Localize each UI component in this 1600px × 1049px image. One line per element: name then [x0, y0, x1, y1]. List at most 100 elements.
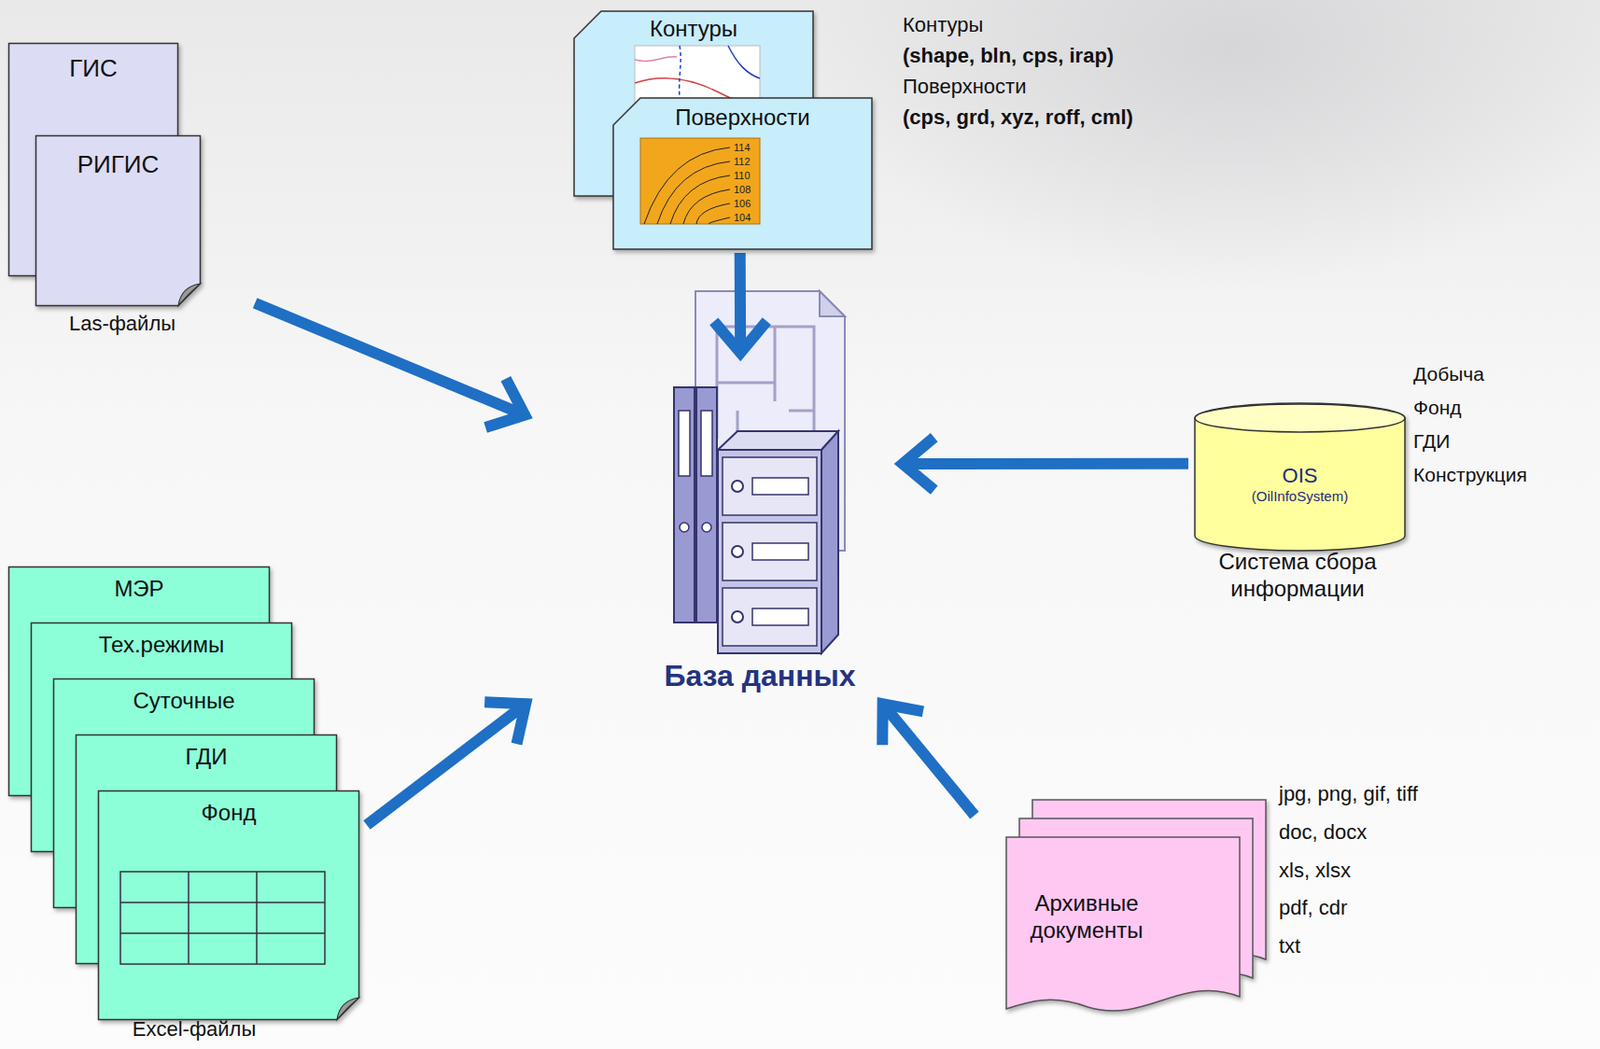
sheet-outline	[613, 98, 872, 250]
format-list: jpg, png, gif, tiff	[1278, 782, 1418, 807]
arrow-head	[902, 437, 935, 492]
binder-ring	[701, 522, 712, 533]
data-item: ГДИ	[1413, 429, 1450, 453]
text-area: Фонд	[98, 790, 360, 1021]
flow-arrow	[714, 252, 768, 353]
format-heading: Поверхности	[902, 74, 1026, 99]
format-heading: Контуры	[902, 13, 983, 38]
binder-label	[701, 410, 713, 477]
group-caption: Las-файлы	[69, 311, 176, 337]
sheet-outline	[36, 136, 201, 307]
node-label: ГДИ	[185, 743, 228, 772]
sheet-fold	[819, 291, 845, 317]
arrow-shaft	[254, 303, 520, 414]
node-label: (OilInfoSystem)	[1251, 488, 1348, 506]
isoline-value: 112	[733, 155, 751, 169]
binder-ring	[679, 522, 689, 533]
sheet-outline	[98, 791, 360, 1021]
binder-label	[678, 410, 690, 477]
format-list: txt	[1278, 934, 1301, 959]
group-caption: Excel-файлы	[132, 1017, 256, 1042]
arrow-head	[882, 703, 924, 745]
storage-cylinder: OIS(OilInfoSystem)	[1193, 403, 1406, 551]
contour-line	[634, 56, 677, 62]
text-area: OIS(OilInfoSystem)	[1193, 403, 1406, 551]
arrow-head	[714, 321, 768, 353]
page-curl	[178, 283, 201, 307]
cabinet-side	[821, 431, 839, 654]
doc-sheet: РИГИС	[35, 135, 201, 307]
isoline	[683, 189, 730, 225]
format-list: (shape, bln, cps, irap)	[902, 43, 1114, 69]
isoline	[657, 161, 730, 225]
drawer-knob	[731, 611, 744, 623]
arrow-shaft	[734, 252, 746, 348]
format-list: pdf, cdr	[1278, 896, 1348, 921]
drawer-knob	[731, 546, 744, 558]
database-box: База данных	[638, 352, 882, 696]
text-area: База данных	[638, 352, 882, 696]
arrow-head	[484, 701, 526, 744]
data-item: Добыча	[1413, 362, 1485, 386]
isoline	[696, 203, 730, 225]
node-label: ГИС	[69, 54, 118, 84]
drawer	[722, 522, 817, 581]
arrow-shaft	[366, 707, 521, 826]
node-label: Архивные документы	[1010, 890, 1163, 945]
drawer	[722, 457, 817, 516]
front-page	[1006, 837, 1240, 1011]
format-list: xls, xlsx	[1278, 858, 1351, 884]
binder	[696, 387, 717, 623]
arrow-shaft	[908, 458, 1189, 470]
isoline	[670, 175, 730, 225]
node-label: Тех.режимы	[98, 631, 225, 660]
isoline-value: 106	[733, 197, 751, 211]
data-item: Фонд	[1413, 395, 1462, 420]
arrow-head	[485, 378, 525, 428]
node-label: МЭР	[113, 575, 164, 604]
table-grid	[120, 871, 325, 965]
isoline	[644, 147, 730, 225]
text-area: Архивные документы	[1005, 836, 1241, 1021]
system-caption: Система сбора информации	[1176, 548, 1419, 604]
cylinder-top	[1194, 404, 1405, 433]
flow-arrow	[366, 701, 526, 826]
arrow-shaft	[885, 708, 974, 816]
isoline	[708, 217, 730, 225]
archive-stack: Архивные документы	[1005, 836, 1241, 1021]
cylinder-body	[1194, 403, 1405, 551]
isoline-value: 108	[733, 183, 751, 197]
node-label: Контуры	[649, 15, 738, 43]
text-area: РИГИС	[35, 135, 201, 307]
drawer-label	[752, 608, 809, 626]
drawer-label	[752, 477, 809, 495]
drawer-label	[752, 543, 809, 561]
database-illustration	[673, 291, 845, 654]
node-label: Поверхности	[674, 104, 811, 132]
drawer-knob	[731, 480, 744, 492]
flow-arrow	[882, 703, 975, 815]
contour-line	[728, 45, 760, 79]
binder	[673, 387, 695, 623]
format-list: (cps, grd, xyz, roff, cml)	[902, 105, 1134, 130]
flow-arrow	[902, 437, 1189, 492]
isoline-value: 104	[733, 211, 751, 225]
flow-arrow	[254, 303, 525, 428]
format-list: doc, docx	[1278, 820, 1367, 845]
data-item: Конструкция	[1413, 463, 1528, 487]
node-label: Суточные	[132, 687, 235, 716]
table-grid	[120, 871, 325, 965]
isoline-value: 110	[733, 169, 751, 183]
isoline-value: 114	[733, 141, 751, 155]
surface-thumbnail	[640, 138, 760, 225]
node-label: РИГИС	[77, 150, 160, 180]
page-curl	[336, 997, 360, 1021]
cabinet-top	[717, 431, 839, 450]
excel-sheet: Фонд	[98, 790, 360, 1021]
node-label: База данных	[663, 658, 856, 694]
cabinet-front	[717, 449, 822, 654]
node-label: OIS	[1282, 463, 1319, 489]
node-label: Фонд	[201, 800, 257, 828]
drawer	[722, 588, 817, 646]
